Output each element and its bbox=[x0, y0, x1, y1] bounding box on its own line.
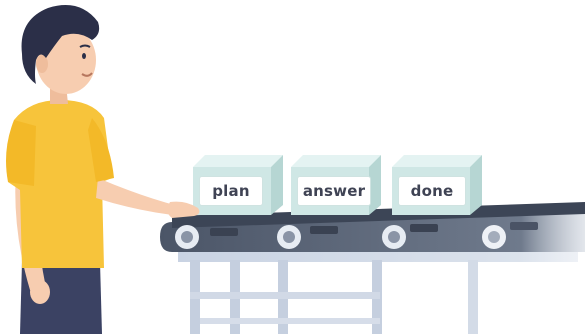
roller bbox=[382, 225, 406, 249]
roller bbox=[175, 225, 199, 249]
conveyor-belt bbox=[160, 202, 585, 252]
hand bbox=[167, 201, 200, 218]
box-label-done: done bbox=[398, 176, 466, 206]
reaching-arm bbox=[96, 178, 182, 216]
person bbox=[6, 5, 200, 334]
hair bbox=[21, 5, 100, 85]
roller bbox=[482, 225, 506, 249]
roller bbox=[277, 225, 301, 249]
box-label-plan: plan bbox=[199, 176, 263, 206]
conveyor-rollers bbox=[175, 225, 506, 249]
box-label-answer: answer bbox=[297, 176, 371, 206]
conveyor-stand bbox=[178, 252, 578, 334]
